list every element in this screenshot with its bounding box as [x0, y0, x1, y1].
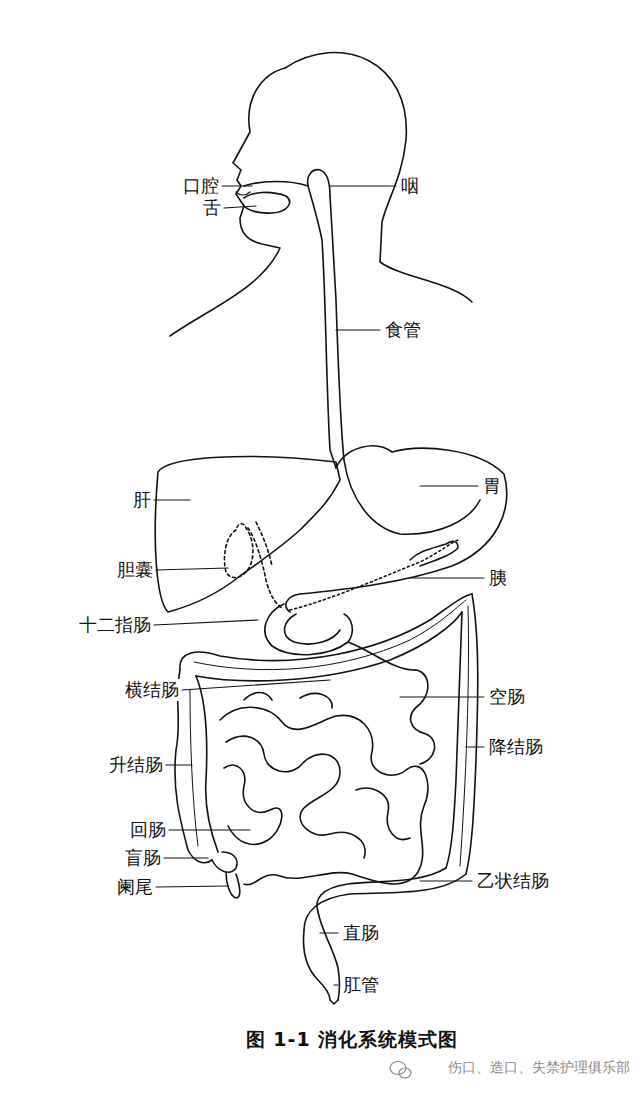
- part-label: 直肠: [342, 922, 380, 944]
- ascending-colon-stripe: [190, 690, 198, 846]
- descending-colon-stripe: [460, 606, 469, 866]
- small-intestine: [224, 765, 282, 844]
- part-label: 降结肠: [488, 736, 544, 758]
- part-label: 舌: [202, 197, 222, 219]
- small-intestine: [226, 736, 365, 858]
- small-intestine: [244, 693, 332, 709]
- figure-caption: 图 1-1 消化系统模式图: [246, 1027, 459, 1053]
- part-label: 乙状结肠: [476, 870, 550, 892]
- pancreas: [290, 540, 458, 610]
- stomach: [344, 460, 480, 534]
- transverse-colon: [196, 612, 462, 681]
- rectum: [304, 912, 340, 1000]
- part-label: 胃: [482, 475, 502, 497]
- jejunum: [348, 642, 435, 764]
- sigmoid-colon: [317, 868, 446, 912]
- descending-colon: [466, 594, 478, 874]
- cecum: [212, 852, 237, 872]
- watermark: 伤口、造口、失禁护理俱乐部: [448, 1059, 630, 1077]
- tongue: [244, 192, 290, 213]
- part-label: 口腔: [182, 175, 220, 197]
- part-label: 咽: [400, 175, 420, 197]
- liver: [155, 457, 340, 612]
- part-label: 盲肠: [124, 847, 162, 869]
- watermark-icon: [390, 1062, 411, 1079]
- small-intestine: [356, 788, 410, 839]
- transverse-colon: [180, 594, 472, 670]
- bile-duct: [248, 522, 282, 608]
- stomach: [286, 446, 507, 612]
- oral-cavity: [244, 182, 308, 187]
- descending-colon: [446, 612, 462, 868]
- pancreas: [410, 541, 458, 566]
- part-label: 胆囊: [116, 559, 154, 581]
- pharynx: [308, 170, 330, 196]
- duodenum: [284, 614, 340, 644]
- transverse-colon-stripe: [194, 600, 466, 670]
- part-label: 肝: [132, 489, 152, 511]
- anal-canal: [330, 1000, 338, 1004]
- head-outline: [170, 68, 285, 336]
- part-label: 阑尾: [116, 876, 154, 898]
- part-label: 胰: [488, 567, 508, 589]
- small-intestine: [220, 707, 428, 884]
- gallbladder: [224, 524, 253, 578]
- part-label: 横结肠: [124, 679, 180, 701]
- head-back: [285, 53, 472, 302]
- mouth-detail: [236, 192, 250, 195]
- part-label: 空肠: [488, 686, 526, 708]
- part-label: 回肠: [129, 819, 167, 841]
- esophagus: [330, 196, 344, 460]
- part-label: 肛管: [342, 974, 380, 996]
- duodenum: [265, 604, 352, 655]
- part-label: 升结肠: [108, 754, 164, 776]
- leader-lines: [154, 186, 484, 985]
- part-label: 食管: [384, 319, 422, 341]
- ascending-colon: [196, 676, 218, 852]
- part-label: 十二指肠: [78, 614, 152, 636]
- appendix: [226, 872, 240, 898]
